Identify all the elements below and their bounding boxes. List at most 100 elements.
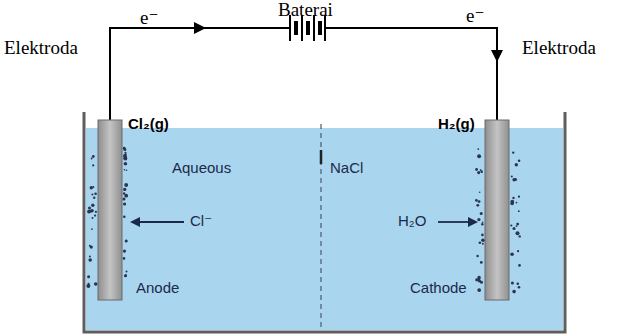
gas-bubble xyxy=(482,221,484,223)
gas-bubble xyxy=(514,178,517,181)
cathode-electrode xyxy=(485,120,509,300)
gas-bubble xyxy=(124,274,127,277)
gas-bubble xyxy=(92,186,94,188)
gas-bubble xyxy=(90,209,94,213)
gas-bubble xyxy=(519,235,521,237)
gas-bubble xyxy=(477,288,481,292)
gas-bubble xyxy=(123,257,126,260)
gas-bubble xyxy=(479,242,482,245)
gas-bubble xyxy=(475,199,478,202)
gas-bubble xyxy=(89,256,91,258)
gas-label: H₂(g) xyxy=(438,116,475,133)
beaker xyxy=(84,112,565,332)
gas-bubble xyxy=(517,250,519,252)
gas-bubble xyxy=(512,197,514,199)
ion-arrowhead xyxy=(130,217,140,227)
electrode-name: Anode xyxy=(136,280,179,297)
gas-bubble xyxy=(481,234,484,237)
gas-bubble xyxy=(91,210,93,212)
gas-bubble xyxy=(480,281,483,284)
electrode-label: Elektroda xyxy=(4,38,78,59)
gas-bubble xyxy=(518,210,520,212)
gas-bubble xyxy=(515,163,518,166)
gas-bubble xyxy=(92,164,94,166)
gas-bubble xyxy=(93,197,95,199)
gas-bubble xyxy=(125,240,127,242)
gas-bubble xyxy=(124,183,128,187)
gas-bubbles xyxy=(86,147,521,294)
gas-bubble xyxy=(475,168,478,171)
solution-label: NaCl xyxy=(330,160,363,177)
ion-arrowhead xyxy=(468,217,478,227)
ion-arrow xyxy=(438,221,470,223)
gas-bubble xyxy=(477,218,480,221)
gas-bubble xyxy=(510,253,514,257)
gas-bubble xyxy=(91,228,93,230)
gas-bubble xyxy=(479,191,481,193)
gas-bubble xyxy=(516,231,520,235)
gas-bubble xyxy=(511,282,514,285)
electron-label: e⁻ xyxy=(466,6,484,27)
gas-bubble xyxy=(477,154,481,158)
gas-bubble xyxy=(476,204,479,207)
gas-bubble xyxy=(481,239,485,243)
gas-bubble xyxy=(123,198,126,201)
gas-bubble xyxy=(480,212,483,215)
electron-label: e⁻ xyxy=(140,8,158,29)
gas-bubble xyxy=(88,283,90,285)
gas-bubble xyxy=(91,194,93,196)
electrode-name: Cathode xyxy=(410,280,467,297)
electron-arrowhead xyxy=(194,22,206,34)
divider-mark xyxy=(320,150,323,164)
wire xyxy=(110,28,497,120)
gas-bubble xyxy=(94,192,97,195)
gas-bubble xyxy=(123,155,127,159)
gas-bubble xyxy=(126,170,128,172)
gas-bubble xyxy=(125,274,127,276)
gas-bubble xyxy=(123,154,125,156)
gas-bubble xyxy=(123,148,126,151)
gas-bubble xyxy=(88,258,92,262)
divider-line xyxy=(320,124,321,330)
gas-bubble xyxy=(92,217,94,219)
gas-bubble xyxy=(510,200,514,204)
gas-bubble xyxy=(510,224,512,226)
gas-bubble xyxy=(516,225,518,227)
gas-bubble xyxy=(518,159,521,162)
gas-bubble xyxy=(481,171,483,173)
gas-bubble xyxy=(518,264,521,267)
gas-bubble xyxy=(512,151,514,153)
gas-bubble xyxy=(94,282,98,286)
gas-bubble xyxy=(516,202,518,204)
ion-label: Cl⁻ xyxy=(190,213,212,230)
molecule-label: H₂O xyxy=(398,213,426,230)
gas-bubble xyxy=(478,200,481,203)
electron-arrowhead xyxy=(491,50,503,62)
gas-label: Cl₂(g) xyxy=(128,116,169,133)
gas-bubble xyxy=(124,162,128,166)
gas-bubble xyxy=(518,196,520,198)
gas-bubble xyxy=(512,290,516,294)
gas-bubble xyxy=(126,184,128,186)
gas-bubble xyxy=(126,271,128,273)
electrode-label: Elektroda xyxy=(522,38,596,59)
gas-bubble xyxy=(91,158,93,160)
ion-arrow xyxy=(138,221,184,223)
gas-bubble xyxy=(518,286,521,289)
gas-bubble xyxy=(476,255,478,257)
gas-bubble xyxy=(516,223,519,226)
anode-electrode xyxy=(98,120,122,300)
gas-bubble xyxy=(94,215,96,217)
gas-bubble xyxy=(87,275,90,278)
gas-bubble xyxy=(92,155,95,158)
gas-bubble xyxy=(517,282,520,285)
gas-bubble xyxy=(90,246,93,249)
gas-bubble xyxy=(124,194,128,198)
gas-bubble xyxy=(123,250,126,253)
gas-bubble xyxy=(124,169,126,171)
gas-bubble xyxy=(480,261,483,264)
gas-bubble xyxy=(511,176,513,178)
gas-bubble xyxy=(95,211,97,213)
gas-bubble xyxy=(125,240,128,243)
